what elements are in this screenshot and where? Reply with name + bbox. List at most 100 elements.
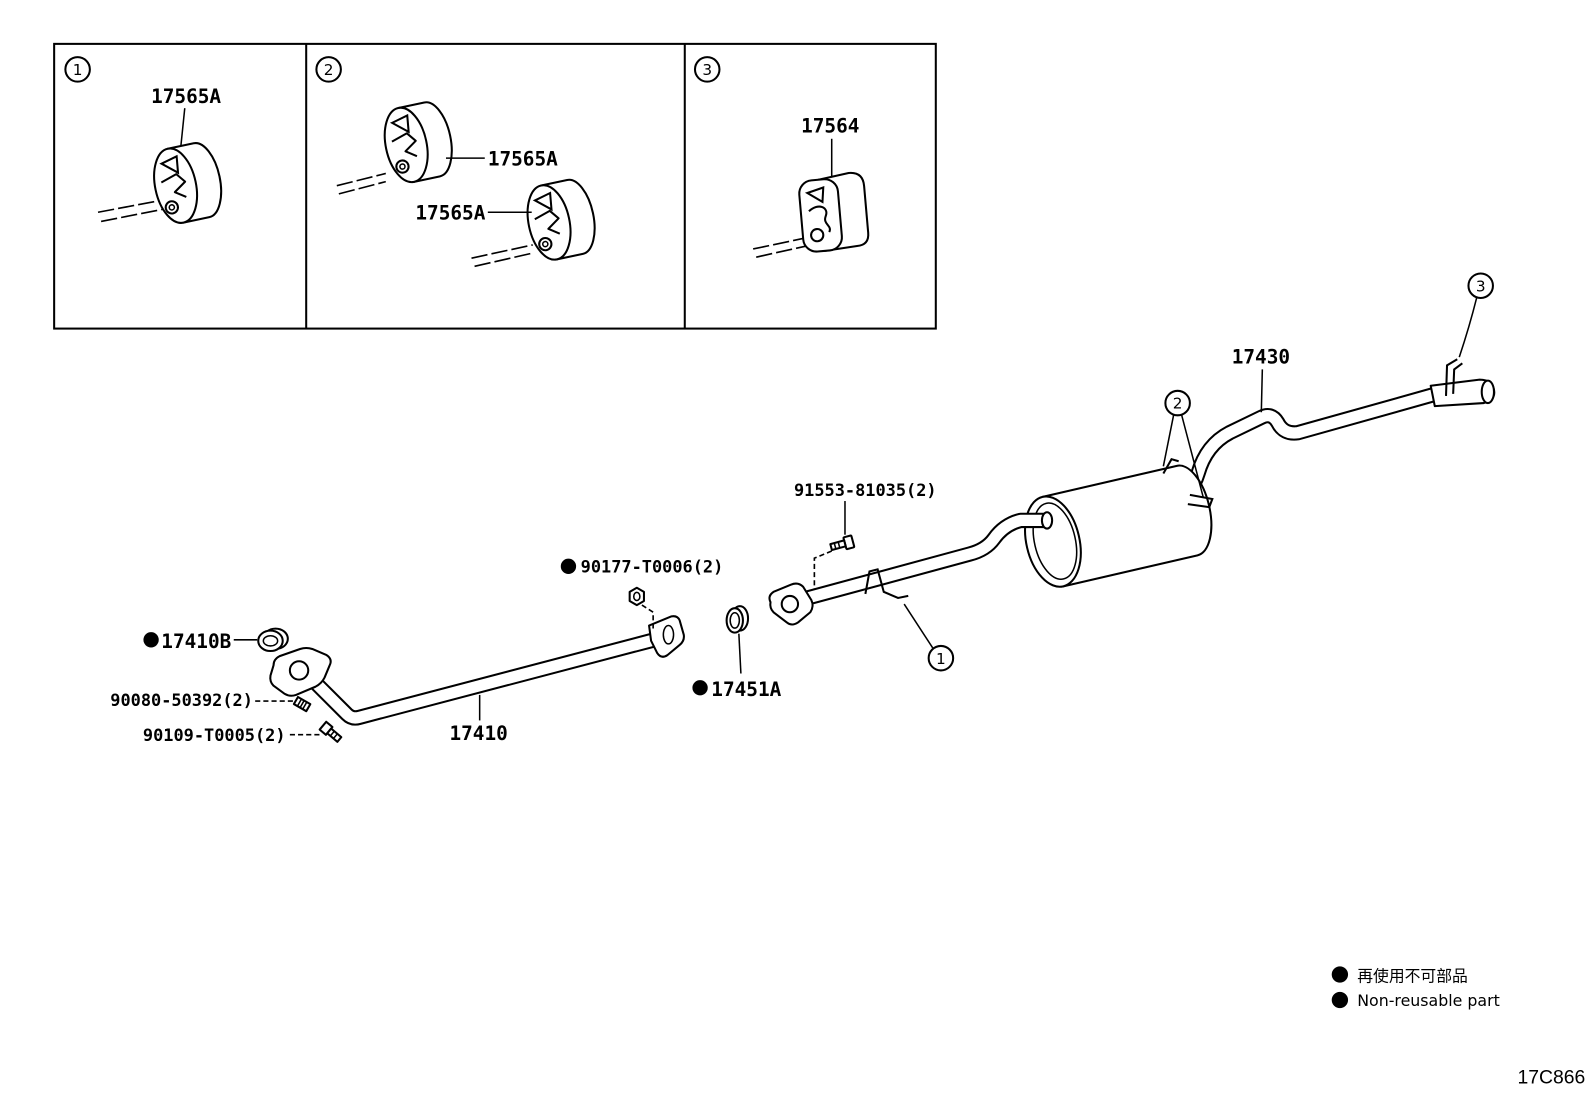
pipe-stub-dashed xyxy=(471,244,533,259)
panel-number-circle xyxy=(315,56,342,83)
front-pipe-right-flange xyxy=(648,615,685,658)
part-label-90109-t0005: 90109-T0005(2) xyxy=(143,725,286,745)
panel-number-circle xyxy=(64,56,91,83)
legend-text-japanese: 再使用不可部品 xyxy=(1357,967,1468,986)
tail-hanger-bracket xyxy=(1444,358,1463,396)
pipe-stub-dashed xyxy=(338,180,386,195)
gasket-front xyxy=(257,629,284,653)
callout-circle xyxy=(927,644,955,672)
part-label-17565a-upper: 17565A xyxy=(488,147,558,170)
callout-3: 3 xyxy=(1458,272,1494,358)
callout-2: 2 xyxy=(1162,389,1204,498)
panel-number: 1 xyxy=(73,61,83,79)
muffler-shell xyxy=(1041,464,1213,588)
callout-number: 1 xyxy=(936,650,946,668)
bolt-shank xyxy=(829,539,847,552)
part-label-17410b: 17410B xyxy=(161,630,231,653)
part-label-17565a: 17565A xyxy=(151,85,221,108)
panel-number-circle xyxy=(693,56,721,83)
part-label-90177-t0006: 90177-T0006(2) xyxy=(581,556,724,576)
inset-panel-1: 1 17565A xyxy=(64,56,229,228)
part-label-17565a-lower: 17565A xyxy=(415,201,485,224)
pipe-stub-dashed xyxy=(100,208,164,223)
front-pipe-body xyxy=(308,633,660,724)
muffler-hanger-bracket xyxy=(1162,457,1214,509)
pipe-stub-dashed xyxy=(97,199,164,214)
bolt-thread xyxy=(332,733,338,740)
leader-line xyxy=(179,108,186,149)
gasket-hole xyxy=(262,634,279,647)
nut-icon xyxy=(628,586,645,607)
callout-leader xyxy=(903,603,934,649)
figure-code: 17C866 xyxy=(1517,1067,1585,1089)
flange-opening xyxy=(662,624,675,645)
gasket-front xyxy=(725,607,744,634)
bolt-thread xyxy=(329,730,335,737)
part-label-91553-81035: 91553-81035(2) xyxy=(794,480,937,500)
flange-hole xyxy=(288,660,310,681)
inset-panel-2: 2 17565A 17565A xyxy=(315,56,602,268)
part-label-17430: 17430 xyxy=(1232,345,1290,368)
part-label-17451a: 17451A xyxy=(711,678,781,701)
hanger-17564 xyxy=(796,170,871,254)
flange-fastener-upper: 90080-50392(2) xyxy=(110,690,312,713)
bolt-icon xyxy=(829,534,856,552)
tail-pipe-front-body xyxy=(798,514,1048,606)
front-pipe-assembly: 17410 xyxy=(269,615,685,745)
tail-pipe-assembly: 17430 xyxy=(768,345,1496,626)
flange-fastener-lower: 90109-T0005(2) xyxy=(143,720,343,745)
front-pipe-gasket: 17410B xyxy=(143,627,289,653)
joint-bolt: 91553-81035(2) xyxy=(794,480,937,592)
leader-line-dashed xyxy=(641,604,654,629)
bolt-shank xyxy=(326,727,343,743)
callout-circle xyxy=(1467,272,1494,299)
gasket-hole xyxy=(729,612,741,629)
callout-leader xyxy=(1162,415,1175,467)
pipe-stub-dashed xyxy=(756,244,812,258)
muffler xyxy=(1024,464,1213,588)
non-reusable-marker-icon xyxy=(692,680,708,696)
pipe-stub-dashed xyxy=(336,172,386,187)
bolt-thread xyxy=(833,542,837,550)
front-hanger-bracket xyxy=(864,568,909,600)
washer-coil xyxy=(299,700,305,709)
callout-circle xyxy=(1164,389,1191,417)
part-label-17410: 17410 xyxy=(449,722,507,745)
panel-number: 3 xyxy=(702,61,712,79)
leader-line xyxy=(1260,369,1264,413)
pipe-stub-dashed xyxy=(474,252,533,268)
leader-line xyxy=(738,633,742,674)
pipe-stub-dashed xyxy=(752,235,812,250)
bolt-icon xyxy=(318,720,343,743)
callout-1: 1 xyxy=(903,603,955,672)
non-reusable-marker-icon xyxy=(1331,966,1349,983)
part-label-90080-50392: 90080-50392(2) xyxy=(110,690,253,710)
legend-text-english: Non-reusable part xyxy=(1357,991,1500,1010)
joint-gasket: 17451A xyxy=(692,605,782,701)
inset-frame xyxy=(53,42,937,330)
leader-line-dashed xyxy=(813,550,833,592)
part-label-17564: 17564 xyxy=(801,115,859,138)
hanger-inset: 1 17565A 2 17565A 17565A 3 17564 xyxy=(53,42,937,330)
bolt-thread xyxy=(837,541,841,549)
panel-number: 2 xyxy=(324,61,334,79)
callout-number: 2 xyxy=(1173,395,1183,413)
non-reusable-marker-icon xyxy=(143,632,159,648)
legend: 再使用不可部品 Non-reusable part xyxy=(1331,966,1500,1010)
nut-bore xyxy=(632,591,641,602)
non-reusable-marker-icon xyxy=(1331,991,1349,1009)
spring-washer-icon xyxy=(292,695,312,713)
callout-leader xyxy=(1180,415,1204,498)
callout-leader xyxy=(1458,297,1478,358)
callout-number: 3 xyxy=(1476,277,1486,295)
muffler-end-rim xyxy=(1032,502,1078,580)
tail-pipe-outlet xyxy=(1480,379,1495,405)
washer-coil xyxy=(296,698,303,707)
non-reusable-marker-icon xyxy=(560,558,577,574)
inset-panel-3: 3 17564 xyxy=(693,56,871,258)
joint-nut: 90177-T0006(2) xyxy=(560,556,724,629)
muffler-inlet xyxy=(1040,511,1054,530)
flange-hole xyxy=(780,594,800,614)
